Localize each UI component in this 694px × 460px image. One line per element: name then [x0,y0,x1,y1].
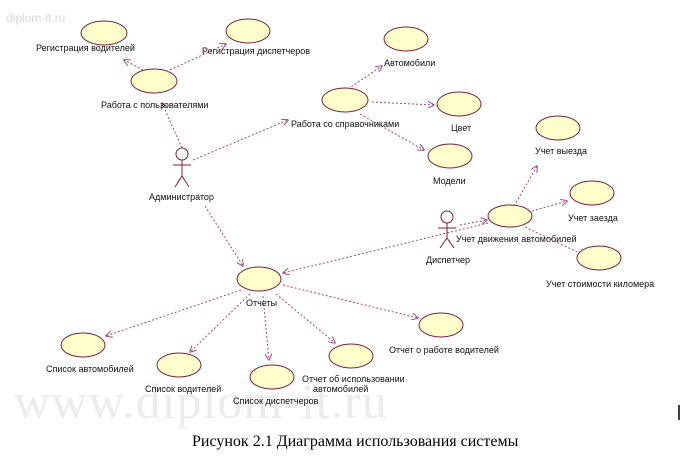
use-case-movement [487,204,533,228]
use-case-dispatcher-list [249,364,295,390]
use-case-departure [535,115,581,141]
use-case-driver-work-report [418,312,464,338]
use-case-reg-drivers [80,20,128,46]
edge-reports-car-usage [275,293,335,343]
edge-work-refs-color [371,102,434,105]
use-case-dispatcher-list-label: Список диспетчеров [233,396,319,406]
actor-dispatcher [438,210,456,249]
use-case-km-cost-label: Учет стоимости киломера [546,279,654,289]
edge-reports-driver-list [190,293,251,352]
use-case-work-users-label: Работа с пользователями [101,100,208,110]
edge-movement-departure [513,166,537,207]
edge-admin-work-refs [192,120,288,161]
use-case-reg-dispatchers [225,18,271,44]
actor-admin-label: Администратор [149,192,214,202]
use-case-work-users [130,68,178,94]
watermark-top: diplom-it.ru [6,11,65,25]
use-case-driver-list [156,352,202,378]
edge-admin-reports [204,205,243,266]
use-case-car-list [60,332,106,358]
edge-reports-driver-work [282,284,418,318]
use-case-reports-label: Отчеты [246,298,277,308]
edge-reports-car-list [106,289,242,336]
edge-work-users-reg-drivers [124,60,144,71]
use-case-km-cost [576,245,622,271]
edge-work-refs-models [359,113,424,150]
edge-dispatcher-movement [459,220,487,226]
edge-movement-reports [283,222,489,273]
use-case-car-usage-report-label-2: автомобилей [313,384,368,394]
use-case-departure-label: Учет выезда [535,146,587,156]
use-case-car-list-label: Список автомобилей [46,364,134,374]
use-case-models [427,143,473,169]
use-case-cars [383,26,429,52]
use-case-work-refs [321,87,369,113]
use-case-car-usage-report [328,343,374,369]
use-case-reg-dispatchers-label: Регистрация диспетчеров [202,46,310,56]
use-case-color-label: Цвет [451,123,471,133]
use-case-arrival [569,180,615,206]
use-case-cars-label: Автомобили [384,58,435,68]
use-case-movement-label: Учет движения автомобилей [456,234,576,244]
use-case-arrival-label: Учет заезда [568,213,618,223]
watermark-bottom: www.diplom-it.ru [14,373,388,429]
use-case-driver-work-report-label: Отчет о работе водителей [389,345,499,355]
use-case-driver-list-label: Список водителей [145,384,221,394]
edge-movement-arrival [531,201,567,212]
use-case-reports [236,266,282,292]
use-case-work-refs-label: Работа со справочниками [291,119,399,129]
use-case-models-label: Модели [433,176,466,186]
use-case-reg-drivers-label: Регистрация водителей [36,43,135,53]
edge-admin-work-users [162,103,183,149]
actor-admin [173,147,191,188]
actor-dispatcher-label: Диспетчер [426,255,470,265]
use-case-car-usage-report-label-1: Отчет об использовании [302,374,405,384]
edge-reports-dispatcher-list [262,295,269,360]
edge-work-refs-cars [347,66,382,90]
use-case-color [436,91,482,117]
dependency-edges [106,44,590,360]
figure-caption: Рисунок 2.1 Диаграмма использования сист… [192,433,519,450]
